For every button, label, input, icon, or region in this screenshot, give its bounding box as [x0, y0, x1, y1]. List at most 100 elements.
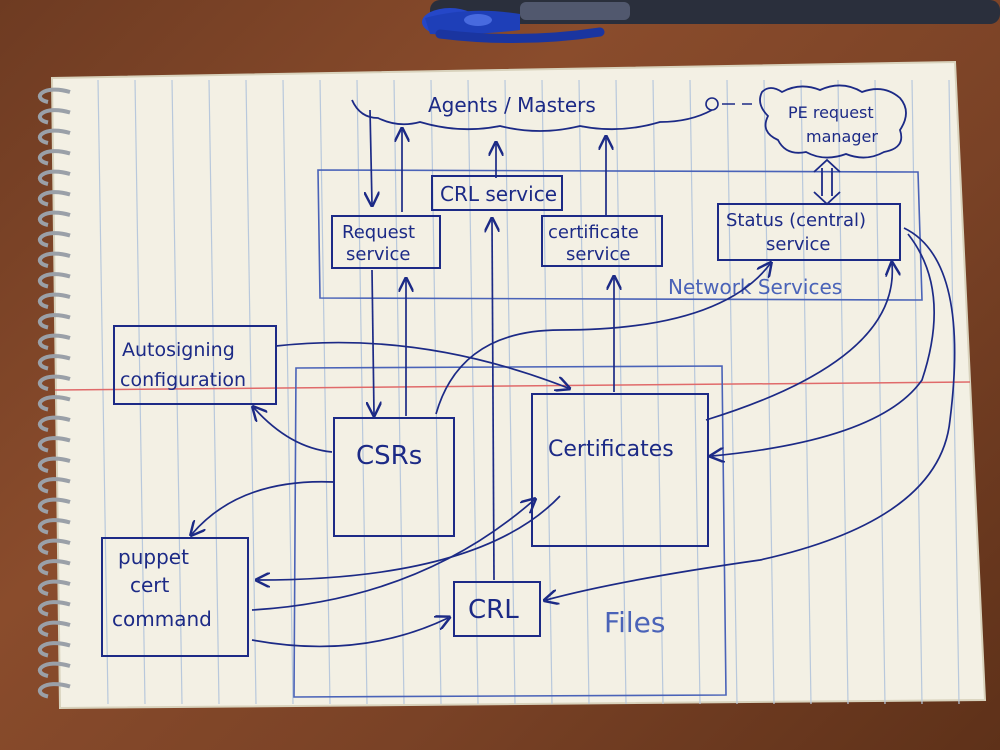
rule-line [97, 79, 109, 705]
arrow-certs-to-status [705, 264, 892, 421]
rule-line [652, 79, 664, 705]
agents-masters-label: Agents / Masters [428, 93, 596, 117]
spiral-ring [37, 518, 71, 535]
spiral-ring [37, 579, 71, 596]
rule-line [874, 79, 886, 705]
pe-request-manager-cloud [759, 84, 907, 159]
arrow-certs-to-puppet [258, 495, 561, 580]
spiral-ring [37, 395, 71, 412]
spiral-ring [37, 682, 71, 699]
rule-line [726, 79, 738, 705]
rule-line [171, 79, 183, 705]
rule-line [504, 79, 516, 705]
arrow-csrs-to-status [435, 264, 770, 415]
spiral-binding [37, 87, 71, 699]
rule-line [763, 79, 775, 705]
crl-service-box [431, 175, 563, 211]
spiral-ring [37, 190, 71, 207]
request-service-label-2: service [346, 244, 410, 265]
rule-line [356, 79, 368, 705]
spiral-ring [37, 436, 71, 453]
spiral-ring [37, 210, 71, 227]
rule-line [467, 79, 479, 705]
spiral-ring [37, 231, 71, 248]
puppet-cert-command-box [101, 537, 249, 657]
status-service-label-2: service [766, 234, 830, 255]
spiral-ring [37, 661, 71, 678]
rule-line [245, 79, 257, 705]
spiral-ring [37, 149, 71, 166]
spiral-ring [37, 333, 71, 350]
rule-line [208, 79, 220, 705]
arrow-puppet-to-certs [251, 500, 534, 611]
spiral-ring [37, 415, 71, 432]
arrow-autosign-to-certs [275, 341, 568, 388]
network-services-group [317, 169, 923, 301]
network-services-label: Network Services [668, 275, 842, 299]
rule-lines [97, 79, 960, 705]
connector-arrows [192, 109, 956, 648]
pe-request-manager-label-1: PE request [788, 103, 874, 122]
spiral-ring [37, 641, 71, 658]
spiral-ring [37, 251, 71, 268]
rule-line [134, 79, 146, 705]
agents-masters-cloud [351, 99, 713, 132]
certificate-service-label-1: certificate [548, 222, 639, 243]
certificates-label: Certificates [548, 437, 674, 462]
autosigning-label-2: configuration [120, 369, 246, 391]
arrow-request-to-csrs [372, 269, 374, 414]
spiral-ring [37, 313, 71, 330]
csrs-box [333, 417, 455, 537]
files-label: Files [604, 606, 665, 639]
arrow-csrs-to-autosign [254, 408, 333, 453]
autosigning-box [113, 325, 277, 405]
rule-line [578, 79, 590, 705]
puppet-cert-label-3: command [112, 607, 212, 631]
crl-box [453, 581, 541, 637]
status-service-label-1: Status (central) [726, 210, 866, 231]
arrow-crl-to-crlservice [492, 220, 494, 581]
arrow-puppet-to-crl [251, 618, 448, 648]
arrow-csrs-to-puppet [192, 480, 335, 534]
pen-icon [422, 0, 1000, 44]
rule-line [911, 79, 923, 705]
spiral-ring [37, 169, 71, 186]
spiral-ring [37, 272, 71, 289]
status-service-box [717, 203, 901, 261]
spiral-ring [37, 374, 71, 391]
spiral-ring [37, 559, 71, 576]
crl-service-label: CRL service [440, 182, 557, 206]
rule-line [689, 79, 701, 705]
certificate-service-label-2: service [566, 244, 630, 265]
arrow-status-to-crl [546, 227, 956, 600]
puppet-cert-label-1: puppet [118, 545, 189, 569]
arrow-agents-to-request [370, 109, 372, 204]
arrow-status-to-certs [712, 233, 935, 456]
spiral-ring [37, 456, 71, 473]
spiral-ring [37, 600, 71, 617]
rule-line [282, 79, 294, 705]
request-service-label-1: Request [342, 222, 415, 243]
rule-line [948, 79, 960, 705]
margin-line [54, 381, 971, 391]
puppet-cert-label-2: cert [130, 573, 170, 597]
spiral-ring [37, 128, 71, 145]
spiral-ring [37, 108, 71, 125]
spiral-ring [37, 292, 71, 309]
spiral-ring [37, 354, 71, 371]
rule-line [393, 79, 405, 705]
spiral-ring [37, 477, 71, 494]
csrs-label: CSRs [356, 441, 422, 471]
crl-label: CRL [468, 595, 519, 625]
rule-line [800, 79, 812, 705]
spiral-ring [37, 87, 71, 104]
files-group [293, 365, 727, 698]
spiral-ring [37, 538, 71, 555]
autosigning-label-1: Autosigning [122, 339, 235, 361]
spiral-ring [37, 497, 71, 514]
rule-line [615, 79, 627, 705]
certificates-box [531, 393, 709, 547]
request-service-box [331, 215, 441, 269]
rule-line [837, 79, 849, 705]
